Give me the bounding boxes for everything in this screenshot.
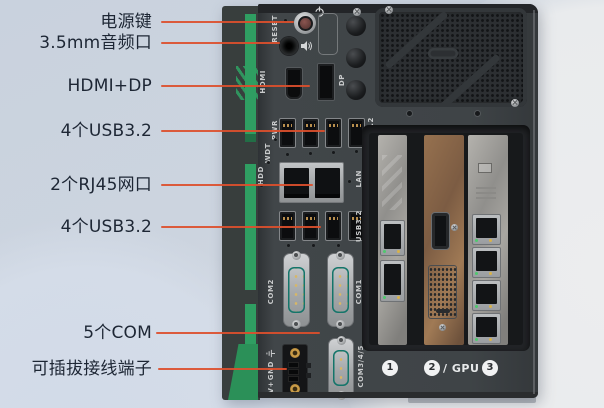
callout-rj45: 2个RJ45网口 [0,174,604,196]
callout-text: 电源键 [100,12,152,32]
callout-usb-bottom: 4个USB3.2 [0,216,604,238]
side-panel [222,6,260,400]
terminal-block [283,345,311,397]
panel-hole [309,152,312,155]
panel-hole [348,180,351,183]
com2-label: COM2 [267,279,275,305]
slot-number-1: 1 [382,360,398,376]
slot-number-2: 2 [424,360,440,376]
panel-hole [475,111,480,116]
com1-serial-port [327,251,354,329]
card1-rj45-port [380,220,405,256]
screw [353,8,361,16]
green-accent-stripe [245,6,256,400]
card3-rj45-port [472,313,501,344]
callout-text: 2个RJ45网口 [50,175,152,195]
leader-line [161,130,325,132]
audio-jack-3-5mm [280,37,298,55]
industrial-pc-chassis: RESET HDMI DP PWR WDT HDD [222,4,538,402]
callout-text: 5个COM [83,323,152,343]
callout-text: 4个USB3.2 [60,121,152,141]
green-hatch-accent [236,66,260,100]
leader-line [161,42,280,44]
panel-hole [286,153,289,156]
pwr-led [274,138,277,141]
callout-com: 5个COM [0,322,604,344]
card1-rj45-port [380,260,405,302]
antenna-hole [346,48,366,68]
panel-hole [355,150,358,153]
slot-gpu-label: / GPU [443,362,480,375]
antenna-hole [346,16,366,36]
usb3-port [325,211,342,241]
vent-capsule [428,48,458,59]
chassis-bottom-edge [258,392,538,398]
speaker-icon [301,41,312,51]
com2-serial-port [283,251,310,329]
antenna-hole [346,80,366,100]
leader-line [158,368,287,370]
callout-text: 4个USB3.2 [60,217,152,237]
screw [439,324,446,331]
reset-pinhole [284,19,287,22]
vent-grille [375,8,527,107]
callout-power-button: 电源键 [0,11,604,33]
fine-print-marks [476,187,496,201]
callout-terminal-block: 可插拔接线端子 [0,358,604,380]
chassis-right-highlight [533,10,535,394]
dp-port [317,63,335,101]
leader-line [161,85,310,87]
panel-hole [407,111,412,116]
callout-hdmi-dp: HDMI+DP [0,75,604,97]
leader-line [161,21,294,23]
ground-icon [266,349,275,358]
leader-line [161,226,321,228]
screw [511,99,519,107]
card3-rj45-port [472,214,501,245]
screw [451,224,458,231]
callout-text: 3.5mm音频口 [39,33,152,53]
callout-audio-jack: 3.5mm音频口 [0,32,604,54]
usb3-port [279,118,296,148]
card2-dvi-port [428,265,457,319]
slot-number-3: 3 [482,360,498,376]
card3-rj45-port [472,280,501,311]
wdt-led [267,161,270,164]
panel-hole [287,244,290,247]
hdmi-port [285,67,303,100]
lan-port-pair [279,162,344,203]
card3-rj45-port [472,247,501,278]
panel-hole [337,244,340,247]
usb3-port [325,118,342,148]
card2-hdmi-port [431,212,450,250]
chassis-base-strip [408,396,536,403]
antenna-knockout [318,13,338,55]
screw [385,6,393,14]
power-button [294,12,316,34]
panel-hole [332,151,335,154]
callout-usb-top: 4个USB3.2 [0,120,604,142]
leader-line [161,184,313,186]
callout-text: HDMI+DP [67,76,152,96]
panel-hole [312,244,315,247]
callout-text: 可插拔接线端子 [31,359,152,379]
usb3-port [302,118,319,148]
certification-mark [478,163,492,173]
usb3-port [348,118,365,148]
leader-line [156,332,320,334]
